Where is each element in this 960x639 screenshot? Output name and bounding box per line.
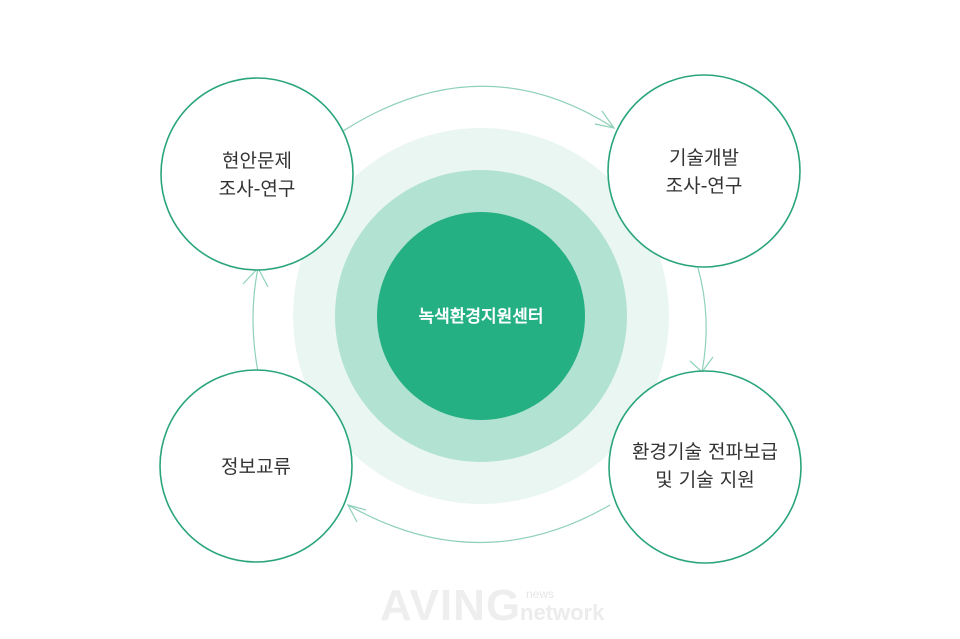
watermark-brand: AVING [380, 581, 521, 630]
arrow-head-top [594, 110, 616, 129]
node-bottom-left: 정보교류 [159, 369, 353, 563]
node-top-right-line-1: 기술개발 [669, 147, 739, 169]
arrow-head-bottom [346, 504, 367, 523]
node-top-left-line-2: 조사-연구 [219, 178, 296, 200]
arc-top [339, 85, 615, 134]
watermark-tag-top: news [526, 587, 554, 601]
arc-left [252, 267, 259, 373]
node-bottom-right: 환경기술 전파보급 및 기술 지원 [608, 370, 802, 564]
node-bottom-right-line-2: 및 기술 지원 [655, 469, 754, 491]
arrow-head-right [689, 356, 714, 373]
node-bottom-left-line-1: 정보교류 [221, 456, 291, 478]
node-top-left-line-1: 현안문제 [222, 150, 292, 172]
node-bottom-right-line-1: 환경기술 전파보급 [632, 441, 778, 463]
arc-bottom [347, 504, 611, 543]
arc-right [697, 267, 707, 373]
node-top-right: 기술개발 조사-연구 [607, 74, 801, 268]
node-top-left: 현안문제 조사-연구 [160, 77, 354, 271]
center-label: 녹색환경지원센터 [418, 307, 543, 327]
watermark-tag-bottom: network [520, 600, 605, 625]
node-top-right-line-2: 조사-연구 [666, 175, 743, 197]
aving-watermark: AVING news network [380, 581, 605, 630]
center-core [377, 212, 585, 420]
